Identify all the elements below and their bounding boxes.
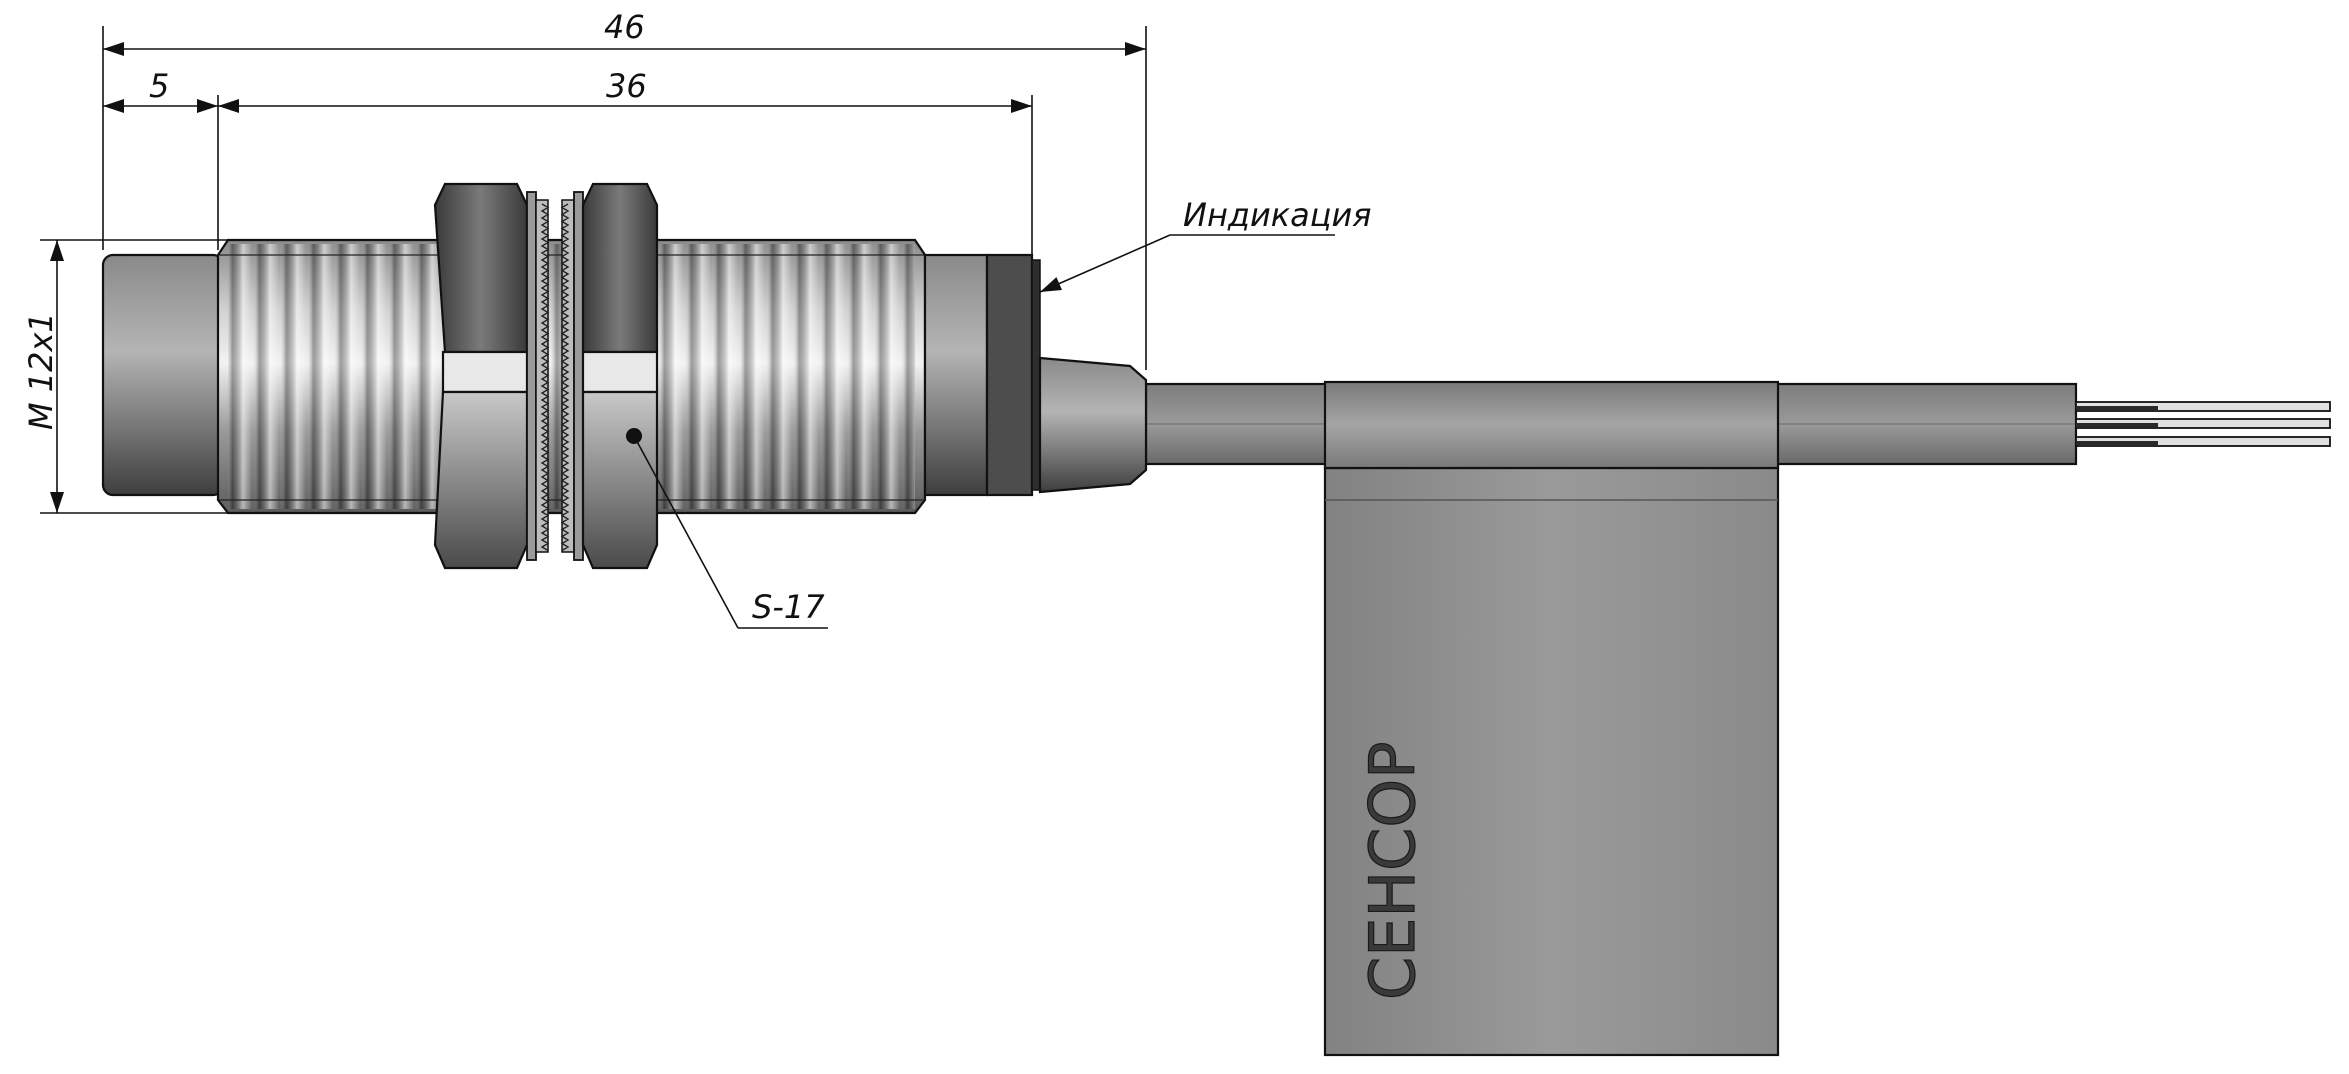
nut-right bbox=[573, 182, 659, 570]
dim-front-length: 5 bbox=[149, 67, 169, 105]
dim-body-length: 36 bbox=[606, 67, 647, 105]
wires bbox=[2075, 401, 2331, 447]
dim-overall-length: 46 bbox=[604, 8, 645, 46]
marking-tag: СЕНСОР bbox=[1323, 380, 1780, 1057]
nut-left bbox=[433, 182, 537, 570]
dimension-body: 36 bbox=[218, 67, 1032, 113]
lock-washer-left bbox=[535, 199, 550, 553]
indication-label: Индикация bbox=[1183, 196, 1372, 234]
brand-label: СЕНСОР bbox=[1356, 741, 1429, 1000]
rear-cap bbox=[923, 253, 1041, 497]
extension-lines bbox=[40, 26, 1147, 514]
wrench-size-label: S-17 bbox=[752, 588, 825, 626]
callout-indication: Индикация bbox=[1039, 196, 1372, 293]
dimension-front: 5 bbox=[103, 67, 218, 113]
callout-wrench: S-17 bbox=[633, 435, 828, 629]
cable-gland bbox=[1038, 356, 1148, 494]
lock-washer-right bbox=[560, 199, 575, 553]
dim-thread-size: M 12x1 bbox=[22, 312, 60, 430]
dimension-overall: 46 bbox=[103, 8, 1146, 56]
sensor-front-cap bbox=[101, 253, 225, 497]
dimension-thread: M 12x1 bbox=[22, 240, 64, 513]
